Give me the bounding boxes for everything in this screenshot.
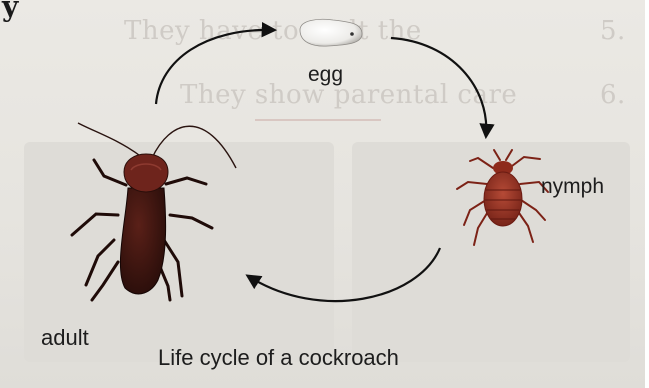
nymph-illustration [457,150,548,245]
diagram-caption: Life cycle of a cockroach [158,345,399,371]
adult-label: adult [41,325,89,351]
nymph-label: nymph [541,175,604,199]
arrow-adult-to-egg [156,30,274,104]
arrow-nymph-to-adult [248,248,440,301]
arrow-egg-to-nymph [391,38,486,136]
adult-illustration [72,123,236,300]
page-border [645,0,649,388]
egg-illustration [300,19,362,46]
egg-label: egg [308,63,343,87]
